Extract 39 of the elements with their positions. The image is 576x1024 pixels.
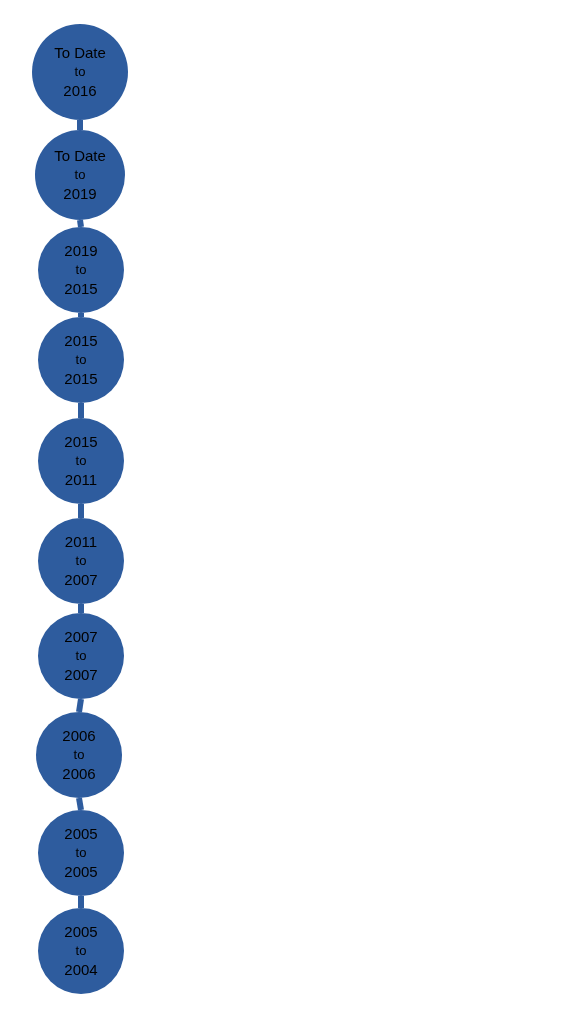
date-label: 2015 [64,331,98,351]
connector-word: to [73,746,85,764]
connector-line [76,797,84,811]
date-label: To Date [54,43,106,63]
connector-line [77,219,84,228]
connector-line [78,403,84,418]
date-label: 2015 [64,369,98,389]
connector-word: to [75,942,87,960]
connector-word: to [75,647,87,665]
date-label: 2015 [64,432,98,452]
connector-word: to [75,844,87,862]
connector-word: to [74,63,86,81]
date-label: 2011 [64,470,98,490]
connector-word: to [75,351,87,369]
date-label: 2016 [63,81,97,101]
date-label: 2006 [62,726,96,746]
date-label: 2007 [64,570,98,590]
date-label: To Date [54,146,106,166]
connector-word: to [75,261,87,279]
connector-line [77,120,83,130]
connector-line [76,698,84,713]
date-label: 2007 [64,665,98,685]
connector-line [78,896,84,908]
date-label: 2015 [64,279,98,299]
date-label: 2007 [64,627,98,647]
connector-line [78,313,84,317]
date-label: 2006 [62,764,96,784]
date-label: 2005 [64,824,98,844]
connector-line [78,504,84,518]
date-label: 2004 [64,960,98,980]
connector-word: to [74,166,86,184]
date-label: 2011 [64,532,98,552]
date-label: 2005 [64,862,98,882]
date-label: 2019 [63,184,97,204]
connector-word: to [75,552,87,570]
connector-line [78,604,84,613]
connector-word: to [75,452,87,470]
date-label: 2019 [64,241,98,261]
date-label: 2005 [64,922,98,942]
